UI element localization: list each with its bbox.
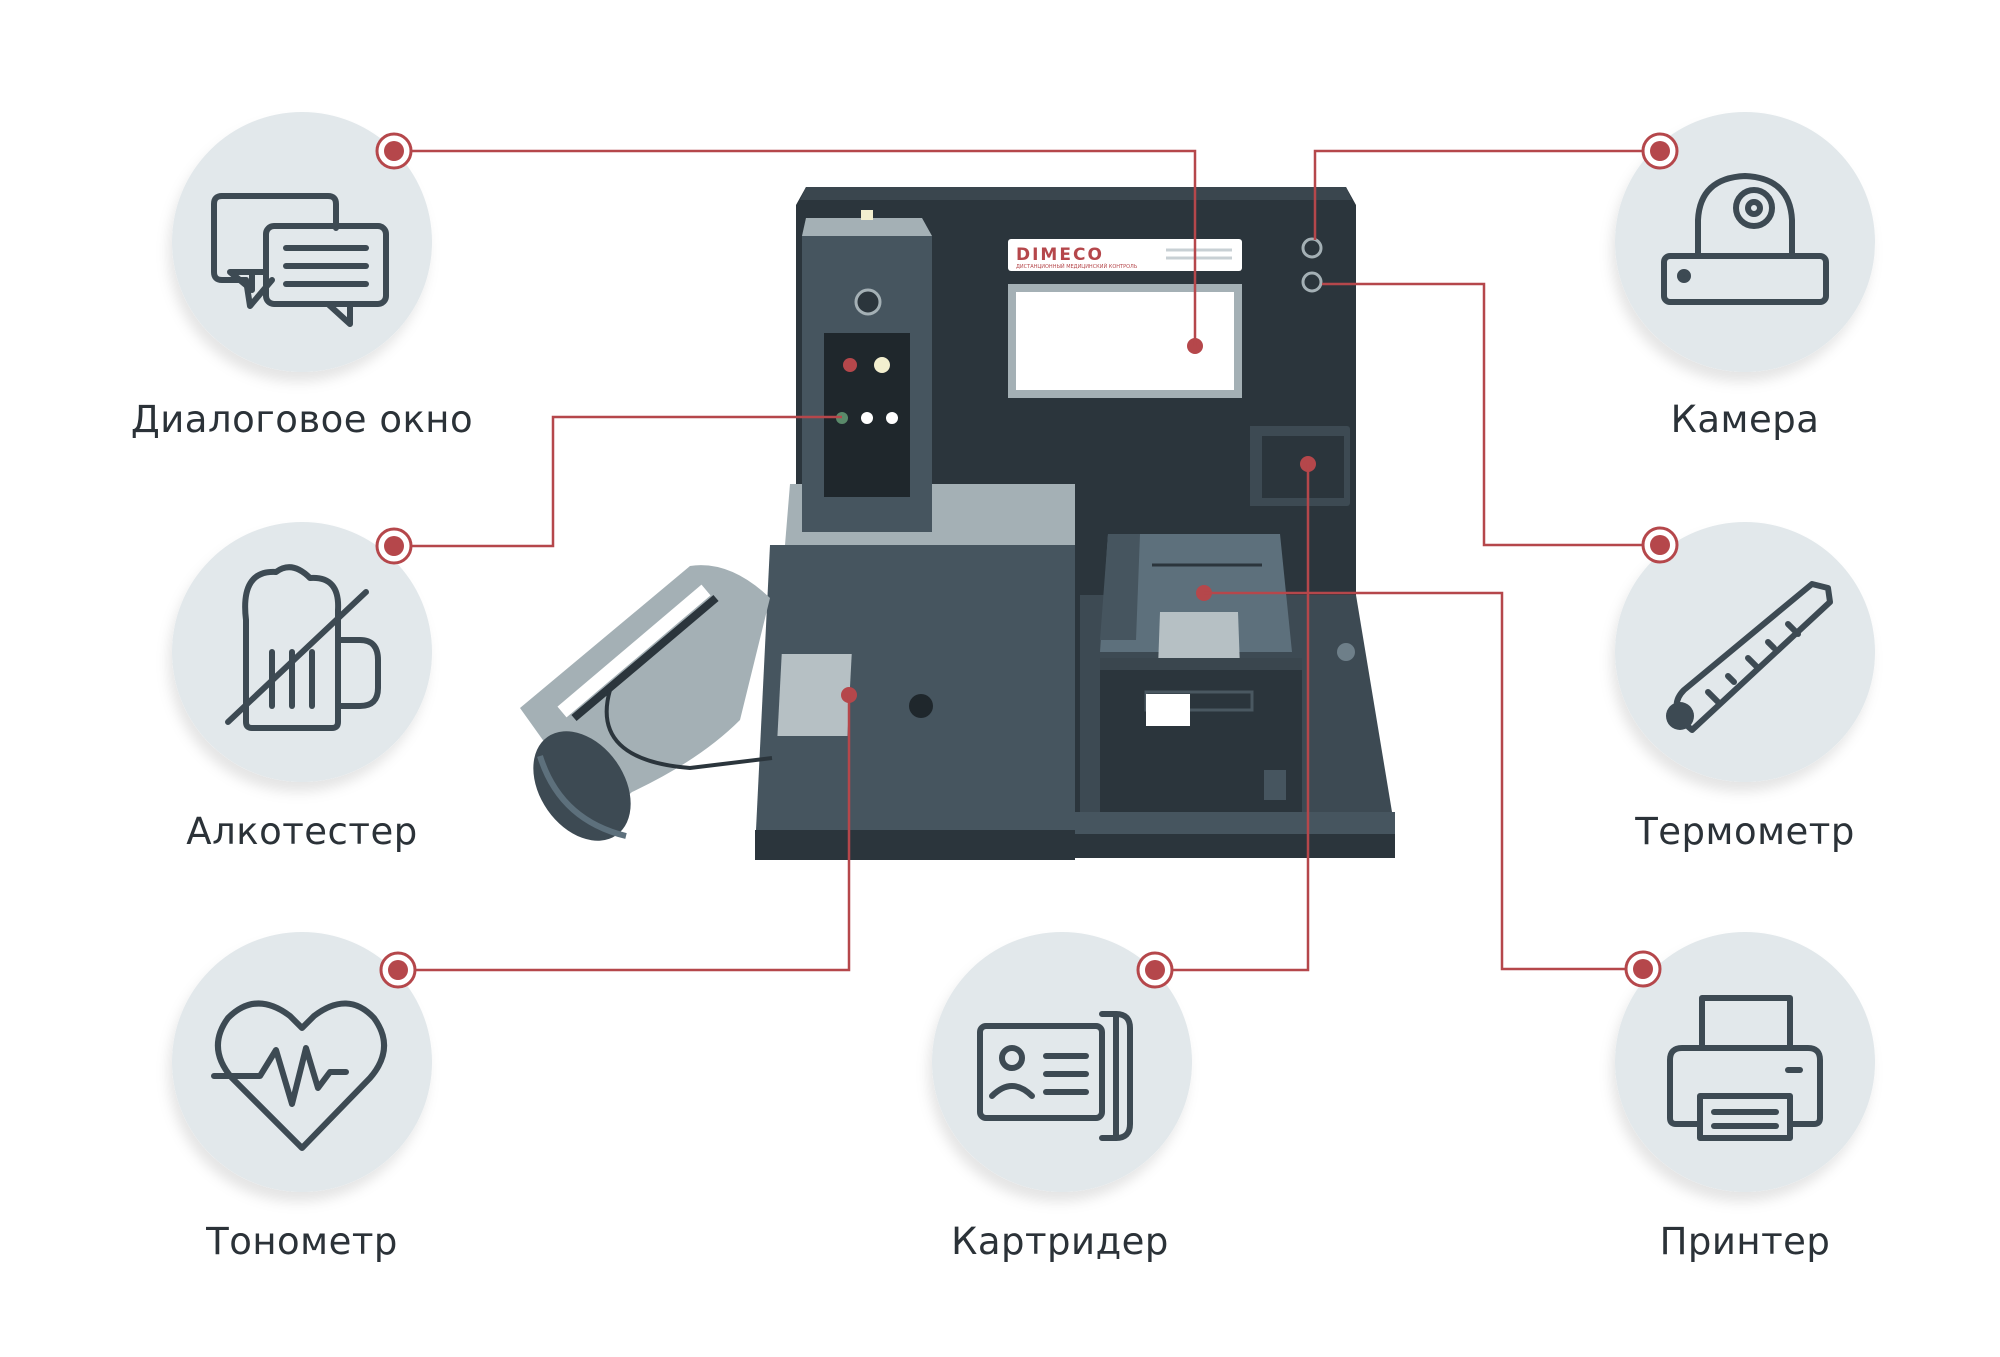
line-card — [1155, 464, 1310, 972]
label-tono: Тонометр — [206, 1220, 398, 1263]
heart-pulse-icon — [211, 1000, 388, 1151]
alcotester-tower — [802, 210, 932, 532]
label-camera: Камера — [1670, 398, 1820, 441]
chat-bubbles-icon — [211, 193, 389, 327]
connector-lines — [394, 149, 1660, 972]
side-button — [1337, 643, 1355, 661]
device-base-strip — [755, 832, 1395, 858]
indicator-white-2 — [886, 412, 898, 424]
circle-camera — [1615, 112, 1875, 372]
printer-unit — [1100, 534, 1302, 812]
line-alco — [394, 415, 842, 548]
brand-logo: DIMECO — [1016, 245, 1104, 265]
thermometer-icon — [1666, 581, 1833, 733]
line-printer — [1204, 591, 1643, 971]
label-thermo: Термометр — [1635, 810, 1855, 853]
indicator-yellow — [874, 357, 890, 373]
label-alco: Алкотестер — [186, 810, 418, 853]
dome-camera-icon — [1661, 173, 1829, 305]
line-dialog — [394, 149, 1197, 346]
device-top-edge — [800, 187, 1352, 200]
blood-pressure-cuff — [520, 565, 773, 841]
alcotester-mouthpiece — [854, 288, 882, 316]
brand-plate: DIMECO ДИСТАНЦИОННЫЙ МЕДИЦИНСКИЙ КОНТРОЛ… — [1008, 239, 1242, 271]
brand-subtitle: ДИСТАНЦИОННЫЙ МЕДИЦИНСКИЙ КОНТРОЛЬ — [1016, 263, 1138, 270]
tonometer-port — [909, 694, 933, 718]
indicator-red — [843, 358, 857, 372]
label-card: Картридер — [951, 1220, 1169, 1263]
label-printer: Принтер — [1659, 1220, 1831, 1263]
tonometer-slot — [777, 654, 852, 736]
printer-paper — [1158, 612, 1240, 668]
connector-rings — [375, 132, 1679, 989]
thermometer-sensor — [1301, 271, 1323, 293]
line-tono — [398, 695, 851, 972]
beer-mug-crossed-icon — [225, 564, 381, 731]
line-camera — [1313, 149, 1660, 240]
camera-lens — [1301, 237, 1323, 259]
line-thermo — [1322, 282, 1660, 547]
indicator-white-1 — [861, 412, 873, 424]
id-card-reader-icon — [977, 1011, 1133, 1141]
printer-icon — [1667, 995, 1823, 1141]
label-dialog: Диалоговое окно — [130, 398, 474, 441]
kiosk-device: DIMECO ДИСТАНЦИОННЫЙ МЕДИЦИНСКИЙ КОНТРОЛ… — [520, 187, 1395, 860]
